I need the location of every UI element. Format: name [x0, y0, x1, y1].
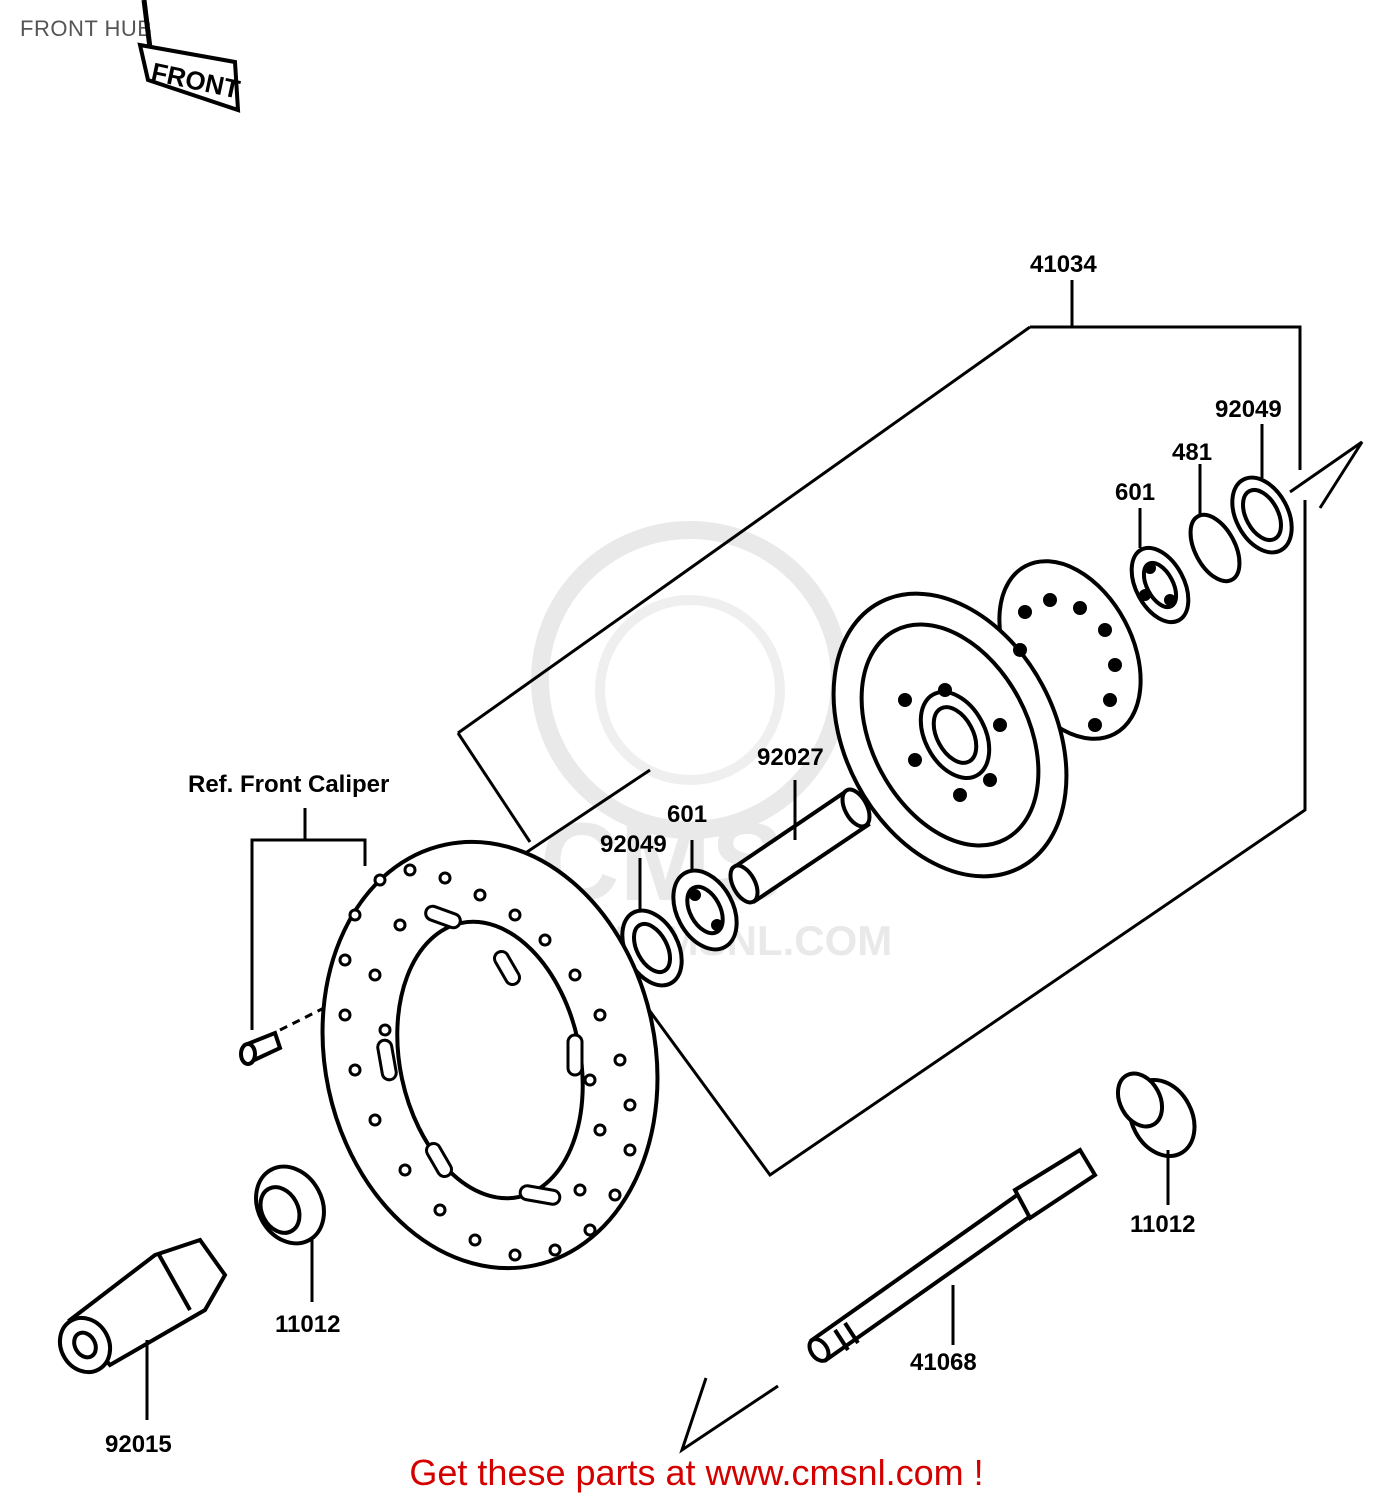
- disc-mounting-bolt: [239, 1030, 283, 1066]
- bearing-left: [671, 868, 739, 952]
- caliper-ref-label: Ref. Front Caliper: [188, 771, 389, 798]
- part-label-92049-left: 92049: [600, 831, 667, 858]
- front-axle: [807, 1147, 1098, 1363]
- part-label-92015: 92015: [105, 1431, 172, 1458]
- distance-collar: [728, 787, 872, 905]
- hub-body: [831, 559, 1143, 879]
- part-label-92049-right: 92049: [1215, 396, 1282, 423]
- part-label-601-right: 601: [1115, 479, 1155, 506]
- part-label-41034: 41034: [1030, 251, 1097, 278]
- part-label-41068: 41068: [910, 1349, 977, 1376]
- collar-left: [254, 1164, 326, 1246]
- axle-direction-arrows: [679, 440, 1364, 1454]
- part-label-11012-left: 11012: [275, 1311, 340, 1338]
- oil-seal-right: [1230, 475, 1294, 555]
- hub-assembly-bracket: [456, 280, 1307, 1178]
- page-title: FRONT HUB: [20, 16, 153, 41]
- parts-shop-link[interactable]: Get these parts at www.cmsnl.com !: [409, 1452, 984, 1493]
- part-label-11012-right: 11012: [1130, 1211, 1195, 1238]
- brake-disc: [320, 839, 660, 1271]
- collar-right: [1115, 1071, 1197, 1159]
- part-label-481: 481: [1172, 439, 1212, 466]
- front-arrow-tag: FRONT: [137, 0, 243, 113]
- circlip: [1188, 512, 1242, 584]
- caliper-ref-bracket: [250, 808, 367, 1032]
- bearing-right: [1129, 545, 1191, 625]
- part-label-601-left: 601: [667, 801, 707, 828]
- brake-disc-holes: [338, 863, 637, 1262]
- part-label-92027: 92027: [757, 744, 824, 771]
- axle-nut: [57, 1237, 228, 1375]
